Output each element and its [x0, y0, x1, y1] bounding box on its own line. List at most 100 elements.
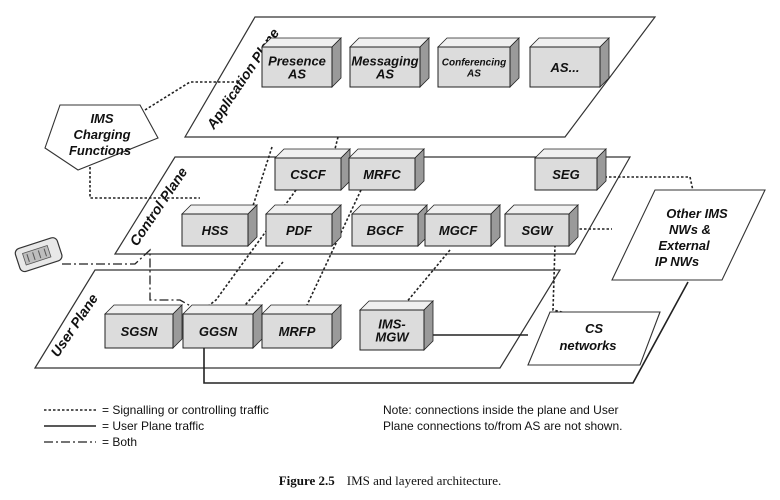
link-cscf-hss [249, 146, 273, 216]
hss-box-front [181, 213, 249, 247]
legend-user-plane-label: = User Plane traffic [102, 419, 204, 433]
ims-mgw-box-side [423, 300, 434, 351]
mgcf-box-top [424, 204, 501, 215]
cs-networks-line-1: CS [585, 321, 603, 336]
sgsn-box-front [104, 313, 174, 349]
bgcf-box-label-1: BGCF [367, 223, 405, 238]
link-mgcf-imsmgw [399, 249, 451, 311]
legend-note-line-1: Note: connections inside the plane and U… [383, 403, 618, 417]
figure-caption: Figure 2.5 IMS and layered architecture. [279, 472, 502, 489]
sgw-box: SGW [504, 204, 579, 247]
ims-mgw-box-top [359, 300, 434, 311]
sgw-box-front [504, 213, 570, 247]
messaging-as-box-front [349, 46, 421, 88]
as-other-box-top [529, 37, 610, 48]
as-other-box-label-1: AS... [550, 60, 580, 75]
ims-charging-line-2: Charging [73, 127, 130, 142]
other-ims-line-3: External [658, 238, 710, 253]
presence-as-box-front [261, 46, 333, 88]
link-sgw-cs [552, 244, 576, 316]
mrfc-box-top [348, 148, 425, 159]
ims-charging-line-1: IMS [90, 111, 113, 126]
legend: = Signalling or controlling traffic = Us… [44, 403, 622, 449]
bgcf-box: BGCF [351, 204, 428, 247]
pdf-box: PDF [265, 204, 342, 247]
ims-mgw-box: IMS-MGW [359, 300, 434, 351]
messaging-as-box-top [349, 37, 430, 48]
hss-box: HSS [181, 204, 258, 247]
link-charging-control [89, 158, 200, 199]
conferencing-as-box-front [437, 46, 511, 88]
ims-mgw-box-front [359, 309, 425, 351]
figure-caption-label: Figure 2.5 [279, 473, 336, 488]
bgcf-box-front [351, 213, 419, 247]
pdf-box-front [265, 213, 333, 247]
messaging-as-box-label-2: AS [375, 67, 394, 82]
legend-both-label: = Both [102, 435, 137, 449]
as-other-box-side [599, 37, 610, 88]
ggsn-box-top [182, 304, 263, 315]
pdf-box-label-1: PDF [286, 223, 313, 238]
mrfp-box-label-1: MRFP [279, 324, 316, 339]
sgsn-box-label-1: SGSN [121, 324, 158, 339]
bgcf-box-top [351, 204, 428, 215]
other-ims-line-4: IP NWs [655, 254, 699, 269]
ims-mgw-box-label-1: IMS- [378, 317, 405, 332]
terminal-icon [14, 237, 63, 273]
mgcf-box-front [424, 213, 492, 247]
legend-note-line-2: Plane connections to/from AS are not sho… [383, 419, 622, 433]
link-terminal-ggsn [62, 248, 209, 317]
mrfc-box: MRFC [348, 148, 425, 191]
conferencing-as-box-side [509, 37, 520, 88]
conferencing-as-box-label-2: AS [466, 69, 481, 80]
conferencing-as-box-top [437, 37, 520, 48]
mrfp-box-front [261, 313, 333, 349]
cscf-box-front [274, 157, 342, 191]
as-other-box-front [529, 46, 601, 88]
sgsn-box: SGSN [104, 304, 183, 349]
messaging-as-box-side [419, 37, 430, 88]
cscf-box: CSCF [274, 148, 351, 191]
seg-box-top [534, 148, 607, 159]
mrfc-box-label-1: MRFC [363, 167, 401, 182]
cscf-box-label-1: CSCF [290, 167, 326, 182]
ims-mgw-box-label-2: MGW [375, 330, 410, 345]
hss-box-label-1: HSS [202, 223, 229, 238]
presence-as-box-label-1: Presence [268, 54, 326, 69]
conferencing-as-box-label-1: Conferencing [442, 58, 506, 69]
other-ims-line-1: Other IMS [666, 206, 728, 221]
other-ims-line-2: NWs & [669, 222, 711, 237]
sgsn-box-top [104, 304, 183, 315]
legend-signalling-label: = Signalling or controlling traffic [102, 403, 269, 417]
link-mrfc-mrfp [299, 189, 362, 321]
mrfp-box-top [261, 304, 342, 315]
ims-charging-functions-box: IMS Charging Functions [44, 104, 159, 171]
hss-box-top [181, 204, 258, 215]
mrfc-box-front [348, 157, 416, 191]
sgw-box-label-1: SGW [521, 223, 554, 238]
cscf-box-top [274, 148, 351, 159]
ims-charging-line-3: Functions [69, 143, 131, 158]
ggsn-box-label-1: GGSN [199, 324, 238, 339]
other-ims-networks-box: Other IMS NWs & External IP NWs [611, 189, 766, 281]
pdf-box-top [265, 204, 342, 215]
presence-as-box-side [331, 37, 342, 88]
as-other-box: AS... [529, 37, 610, 88]
figure-caption-text: IMS and layered architecture. [347, 473, 501, 488]
sgw-box-top [504, 204, 579, 215]
ggsn-box: GGSN [182, 304, 263, 349]
cs-networks-line-2: networks [559, 338, 616, 353]
mgcf-box-label-1: MGCF [439, 223, 478, 238]
messaging-as-box-label-1: Messaging [351, 54, 418, 69]
presence-as-box-top [261, 37, 342, 48]
cs-networks-box: CS networks [527, 311, 661, 366]
link-mrfc-application [332, 136, 339, 158]
seg-box-label-1: SEG [552, 167, 579, 182]
seg-box-front [534, 157, 598, 191]
link-ggsn-other [203, 281, 689, 384]
presence-as-box-label-2: AS [287, 67, 306, 82]
